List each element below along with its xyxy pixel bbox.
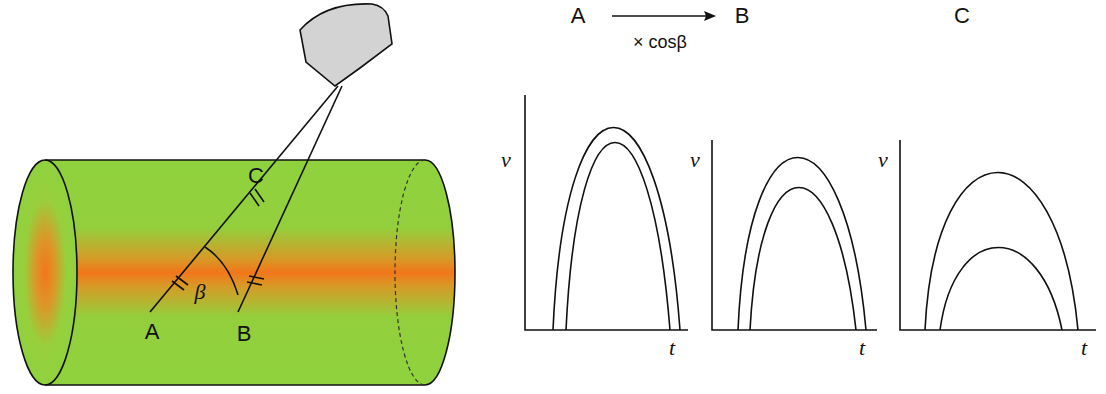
arrow-head bbox=[704, 11, 716, 21]
gate-label: B bbox=[237, 323, 252, 345]
angle-label: β bbox=[195, 281, 206, 303]
ultrasound-probe bbox=[300, 4, 392, 86]
beam-line bbox=[150, 86, 338, 312]
gate-marks bbox=[172, 189, 264, 290]
graph-heading: B bbox=[735, 5, 750, 27]
gate-label: C bbox=[248, 165, 264, 187]
axis-label: t bbox=[669, 337, 675, 359]
angle-arc bbox=[205, 247, 238, 295]
axis-label: v bbox=[501, 149, 511, 171]
gate-label: A bbox=[145, 321, 160, 343]
graph-heading: A bbox=[571, 5, 586, 27]
transform-arrow bbox=[612, 15, 712, 17]
beam-line bbox=[238, 86, 342, 312]
axis-label: v bbox=[878, 149, 888, 171]
transform-label: × cosβ bbox=[633, 33, 687, 51]
axis-label: t bbox=[1081, 337, 1087, 359]
axis-label: v bbox=[690, 149, 700, 171]
graph-heading: C bbox=[954, 5, 970, 27]
axis-label: t bbox=[859, 337, 865, 359]
spectrum-graphs bbox=[525, 95, 1096, 330]
vessel-cylinder bbox=[13, 160, 455, 385]
